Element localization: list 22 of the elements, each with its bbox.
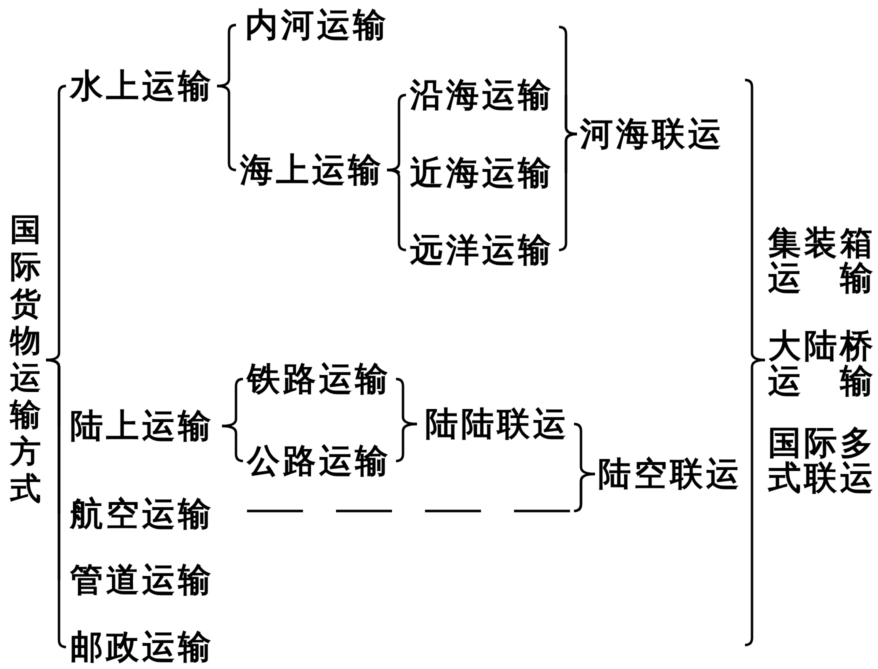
- term-label: 铁路运输: [247, 362, 391, 396]
- term-label: 大陆桥运输: [768, 328, 873, 398]
- term-label: 远洋运输: [410, 233, 554, 267]
- term-label: 河海联运: [580, 117, 724, 151]
- brace: [744, 78, 766, 362]
- term-label: 陆上运输: [70, 409, 214, 443]
- term-label: 陆陆联运: [425, 407, 569, 441]
- term-label: 管道运输: [70, 563, 214, 597]
- term-label: 内河运输: [245, 8, 389, 42]
- term-label: 水上运输: [70, 69, 214, 103]
- term-label: 近海运输: [410, 156, 554, 190]
- term-label: 集装箱运输: [768, 225, 873, 295]
- term-label: 公路运输: [247, 444, 391, 478]
- brace: [564, 95, 578, 136]
- vertical-label: 国际货物运输方式: [10, 212, 43, 508]
- term-label: 邮政运输: [70, 630, 214, 664]
- term-label: 国际多式联运: [768, 425, 873, 495]
- term-label: 陆空联运: [598, 457, 742, 491]
- term-label: 海上运输: [240, 153, 384, 187]
- term-label: 航空运输: [70, 497, 214, 531]
- term-label: 沿海运输: [410, 78, 554, 112]
- brace: [744, 358, 766, 646]
